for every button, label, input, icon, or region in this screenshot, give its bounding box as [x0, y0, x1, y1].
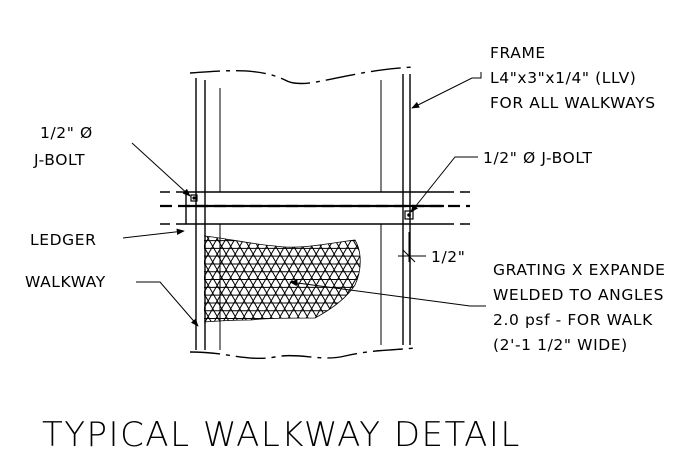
grating-label-line4: (2'-1 1/2" WIDE) — [493, 336, 628, 354]
leader-jbolt-right — [410, 156, 478, 213]
right-frame-angle — [380, 74, 411, 345]
grating-hatch — [204, 236, 361, 322]
leader-walkway — [136, 281, 199, 327]
leader-grating — [289, 279, 486, 307]
ledger-member — [160, 191, 470, 225]
frame-label-line1: FRAME — [490, 44, 546, 62]
left-frame-angle — [195, 78, 221, 350]
leader-frame — [411, 72, 482, 109]
bottom-break-line — [189, 347, 416, 360]
grating-label-line2: WELDED TO ANGLES — [493, 286, 664, 304]
top-break-line — [189, 66, 416, 85]
leader-ledger — [122, 228, 185, 239]
leader-jbolt-left — [131, 142, 191, 197]
jbolt-left-label-line2: J-BOLT — [33, 151, 85, 169]
frame-label-line2: L4"x3"x1/4" (LLV) — [490, 69, 636, 87]
ledger-label: LEDGER — [30, 231, 97, 249]
j-bolt-left — [190, 194, 198, 202]
dimension-label: 1/2" — [431, 248, 465, 266]
dimension-half-inch — [398, 232, 426, 263]
grating-label-line1: GRATING X EXPANDE — [493, 261, 666, 279]
j-bolt-right — [404, 210, 414, 220]
frame-label-line3: FOR ALL WALKWAYS — [490, 94, 656, 112]
grating-outline — [203, 235, 361, 323]
drawing-title: TYPICAL WALKWAY DETAIL — [42, 415, 521, 455]
grating-label-line3: 2.0 psf - FOR WALK — [493, 311, 653, 329]
jbolt-right-label: 1/2" Ø J-BOLT — [483, 149, 593, 167]
jbolt-left-label-line1: 1/2" Ø — [40, 124, 93, 142]
walkway-label: WALKWAY — [25, 273, 106, 291]
